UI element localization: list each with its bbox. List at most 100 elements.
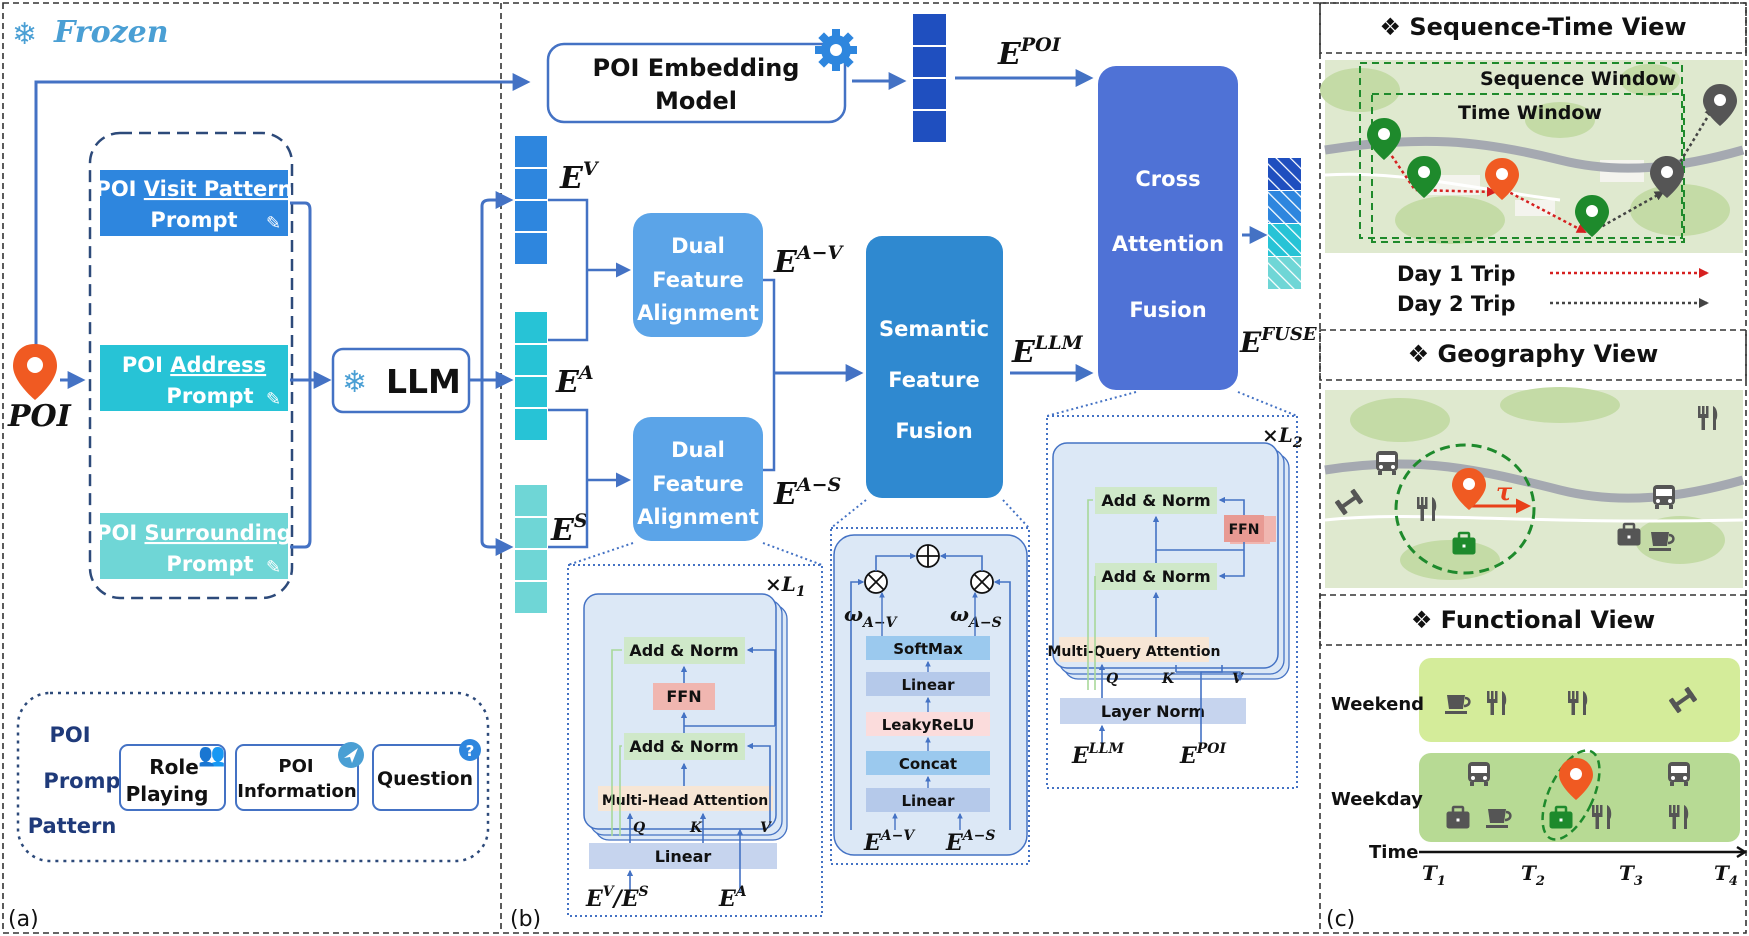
geography-map: τ [1324,387,1745,588]
block2-input2: EA−S [945,828,995,856]
svg-text:Fusion: Fusion [895,419,972,443]
dfa-merge-connector [763,278,776,472]
llm-box: ❄ LLM [331,347,471,414]
poi-model-line2: Model [655,87,737,115]
svg-text:Alignment: Alignment [637,301,759,325]
day1-label: Day 1 Trip [1397,262,1515,286]
svg-text:Information: Information [237,781,356,802]
es-label: ES [550,510,588,548]
block3-k: K [1161,671,1175,687]
svg-text:Playing: Playing [126,782,209,806]
functional-title: ❖ Functional View [1411,606,1655,634]
geography-title: ❖ Geography View [1408,340,1659,368]
ev-label: EV [559,158,600,196]
time-window-label: Time Window [1458,102,1602,124]
panel-b: EV EA ES POI Embedding Model [480,14,1317,932]
ea-label: EA [555,362,594,400]
svg-text:POI Surrounding: POI Surrounding [96,521,292,545]
tick-t3: T3 [1619,861,1643,889]
highlight-ellipse [1541,749,1601,841]
users-icon: 👥 [198,743,225,768]
pattern-title-2: Prompt [43,769,130,793]
svg-text:Fusion: Fusion [1129,298,1206,322]
panel-c: ❖ Sequence-Time View Sequence Window Tim… [1320,13,1748,932]
surrounding-prompt: POI Surrounding Prompt ✎ [96,513,292,579]
llm-label: LLM [386,362,461,401]
snowflake-icon: ❄ [12,17,37,52]
block3-cross-attention: ×L2 Add & Norm Add & Norm FFN Multi-Quer… [1047,423,1302,769]
llm-to-ev-arrow [480,191,514,380]
role-playing-card: Role Playing 👥 [119,743,226,811]
poi-pin-icon [13,344,57,400]
day2-label: Day 2 Trip [1397,292,1515,316]
functional-timeline: Weekend Weekday Time T1 T2 T3 T4 [1331,658,1748,889]
poi-embedding-model-box: POI Embedding Model [546,29,857,124]
block1-repeat: ×L1 [765,572,806,600]
ev-embedding [515,136,547,264]
block2-leakyrelu: LeakyReLU [882,716,975,734]
weekend-label: Weekend [1331,694,1424,715]
poi-to-embedding-arrow [34,73,531,345]
pattern-title-1: POI [49,723,90,747]
snowflake-icon: ❄ [342,365,367,400]
sequence-window-label: Sequence Window [1480,68,1676,90]
svg-text:Dual: Dual [671,438,725,462]
semantic-feature-fusion: Semantic Feature Fusion [866,236,1003,498]
dual-feature-alignment-2: Dual Feature Alignment [633,417,763,541]
es-embedding [515,485,547,613]
frozen-text: Frozen [53,15,169,50]
svg-text:Feature: Feature [652,472,744,496]
llm-to-es-arrow [480,380,514,556]
svg-text:POI Address: POI Address [122,353,266,377]
address-prompt: POI Address Prompt ✎ [100,345,288,411]
epoi-embedding [913,14,946,142]
block3-add-norm-top: Add & Norm [1101,491,1210,510]
pattern-title-3: Pattern [28,814,117,838]
block3-ffn: FFN [1229,522,1260,538]
weekday-label: Weekday [1331,789,1423,810]
block1-ffn: FFN [666,687,701,706]
block3-q: Q [1106,671,1118,687]
tau-label: τ [1496,477,1513,506]
svg-text:Feature: Feature [652,268,744,292]
svg-text:Feature: Feature [888,368,980,392]
detail-connectors [567,391,1298,917]
block2-concat: Concat [899,755,957,773]
eas-label: EA−S [773,474,841,512]
svg-text:POI Visit Pattern: POI Visit Pattern [95,177,292,201]
svg-text:Cross: Cross [1135,167,1200,191]
block3-input2: EPOI [1179,741,1227,769]
w-as-label: ωA−S [950,602,1002,631]
block2-linear-bottom: Linear [901,792,955,810]
ellm-label: ELLM [1011,332,1084,370]
ea-es-connector [548,408,589,549]
question-label: Question [377,768,473,790]
panel-a-tag: (a) [8,907,39,932]
poi-information-card: POI Information [235,742,364,811]
efuse-label: EFUSE [1239,324,1317,359]
prompt-pattern-box: POI Prompt Pattern Role Playing 👥 POI In… [16,691,490,863]
svg-text:?: ? [466,742,475,760]
svg-text:POI: POI [278,756,313,777]
help-icon [459,739,481,761]
block1-input2: EA [718,884,747,912]
prompts-bracket [290,201,312,549]
dual-feature-alignment-1: Dual Feature Alignment [633,213,763,337]
block1-k: K [689,820,703,836]
block1-v: V [760,820,773,836]
visit-pattern-prompt: POI Visit Pattern Prompt ✎ [95,170,293,236]
panel-b-tag: (b) [510,907,541,932]
pencil-icon: ✎ [266,213,281,234]
gear-icon [815,29,857,71]
frozen-label: ❄ Frozen [12,15,169,52]
block3-repeat: ×L2 [1262,423,1303,451]
time-label: Time [1369,842,1418,863]
block2-fusion: ωA−V ωA−S SoftMax Linear LeakyReLU Conca… [833,534,1028,856]
block1-q: Q [633,820,645,836]
svg-text:Dual: Dual [671,234,725,258]
block1-linear: Linear [655,847,712,866]
cross-attention-fusion: Cross Attention Fusion [1098,66,1238,390]
sequence-time-title: ❖ Sequence-Time View [1379,13,1686,41]
